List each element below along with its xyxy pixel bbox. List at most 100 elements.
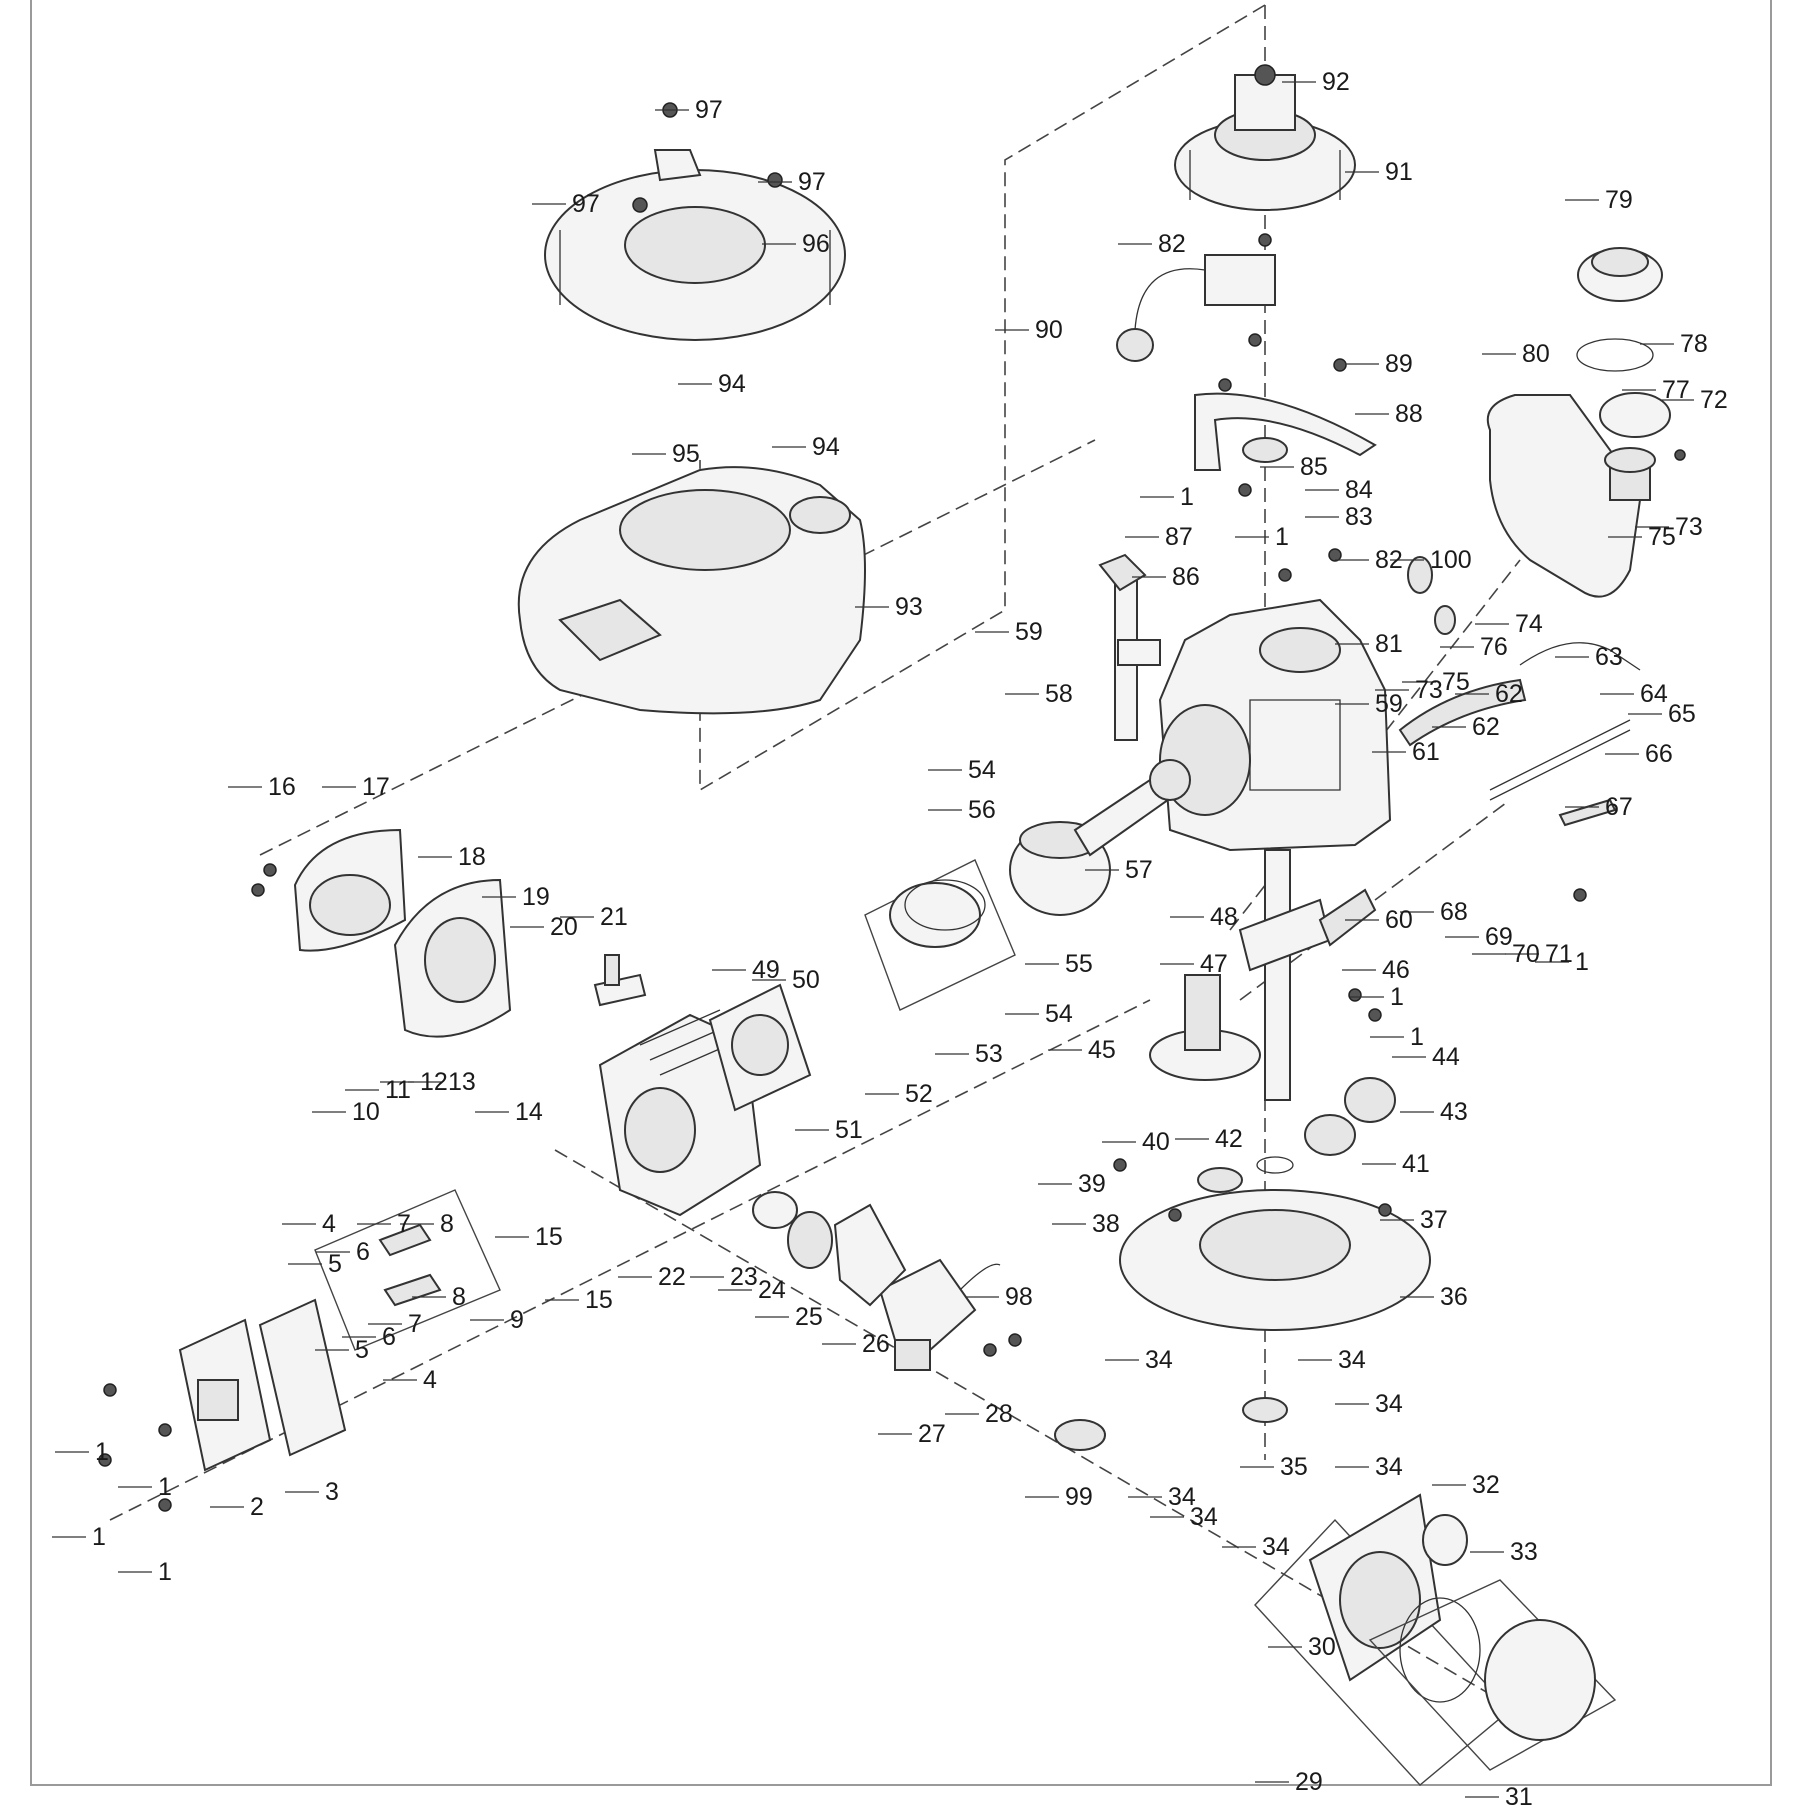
part-label-8: 8	[452, 1283, 466, 1311]
camshaft-gear	[1149, 974, 1261, 1081]
part-label-97: 97	[695, 96, 723, 124]
part-label-78: 78	[1680, 330, 1708, 358]
part-label-49: 49	[752, 956, 780, 984]
part-label-65: 65	[1668, 700, 1696, 728]
part-label-8: 8	[440, 1210, 454, 1238]
part-label-53: 53	[975, 1040, 1003, 1068]
part-label-90: 90	[1035, 316, 1063, 344]
part-label-1: 1	[95, 1438, 109, 1466]
air-cleaner	[293, 828, 512, 1038]
part-label-72: 72	[1700, 386, 1728, 414]
part-label-76: 76	[1480, 633, 1508, 661]
part-label-23: 23	[730, 1263, 758, 1291]
part-label-34: 34	[1262, 1533, 1290, 1561]
part-label-25: 25	[795, 1303, 823, 1331]
part-label-1: 1	[1180, 483, 1194, 511]
part-label-12: 12	[420, 1068, 448, 1096]
part-label-4: 4	[322, 1210, 336, 1238]
part-label-81: 81	[1375, 630, 1403, 658]
part-label-95: 95	[672, 440, 700, 468]
part-label-55: 55	[1065, 950, 1093, 978]
part-label-35: 35	[1280, 1453, 1308, 1481]
recoil-starter-cover	[544, 149, 846, 341]
part-label-89: 89	[1385, 350, 1413, 378]
part-label-45: 45	[1088, 1036, 1116, 1064]
part-label-97: 97	[798, 168, 826, 196]
part-label-15: 15	[585, 1286, 613, 1314]
fasteners	[98, 64, 1686, 1512]
part-label-48: 48	[1210, 903, 1238, 931]
part-label-74: 74	[1515, 610, 1543, 638]
part-label-21: 21	[600, 903, 628, 931]
part-label-70: 70	[1512, 940, 1540, 968]
muffler-assembly	[1254, 1493, 1617, 1786]
fuel-lines	[1398, 642, 1641, 827]
part-label-41: 41	[1402, 1150, 1430, 1178]
part-label-46: 46	[1382, 956, 1410, 984]
fan-shroud	[517, 466, 866, 715]
part-label-58: 58	[1045, 680, 1073, 708]
part-label-40: 40	[1142, 1128, 1170, 1156]
part-label-2: 2	[250, 1493, 264, 1521]
part-label-32: 32	[1472, 1471, 1500, 1499]
part-label-59: 59	[1375, 690, 1403, 718]
fuel-tank	[1486, 394, 1656, 598]
crankcase-cover	[1119, 1156, 1431, 1331]
part-label-34: 34	[1375, 1390, 1403, 1418]
part-label-19: 19	[522, 883, 550, 911]
part-label-84: 84	[1345, 476, 1373, 504]
part-label-15: 15	[535, 1223, 563, 1251]
part-label-82: 82	[1375, 546, 1403, 574]
part-label-52: 52	[905, 1080, 933, 1108]
part-label-26: 26	[862, 1330, 890, 1358]
part-label-34: 34	[1338, 1346, 1366, 1374]
part-label-1: 1	[92, 1523, 106, 1551]
engine-block	[1158, 598, 1392, 852]
part-label-59: 59	[1015, 618, 1043, 646]
part-label-54: 54	[968, 756, 996, 784]
baffle-plate	[1194, 392, 1377, 471]
part-label-96: 96	[802, 230, 830, 258]
part-label-85: 85	[1300, 453, 1328, 481]
part-label-31: 31	[1505, 1783, 1533, 1811]
crank-gears	[1304, 1077, 1396, 1156]
part-label-36: 36	[1440, 1283, 1468, 1311]
part-label-33: 33	[1510, 1538, 1538, 1566]
part-label-75: 75	[1442, 668, 1470, 696]
part-label-86: 86	[1172, 563, 1200, 591]
part-label-24: 24	[758, 1276, 786, 1304]
piston-assembly	[864, 821, 1111, 1011]
part-label-83: 83	[1345, 503, 1373, 531]
crankshaft	[1238, 849, 1377, 1101]
part-label-47: 47	[1200, 950, 1228, 978]
connecting-rod	[1073, 759, 1191, 857]
intake-gaskets	[752, 1191, 907, 1307]
part-label-99: 99	[1065, 1483, 1093, 1511]
part-label-27: 27	[918, 1420, 946, 1448]
part-label-73: 73	[1675, 513, 1703, 541]
part-label-79: 79	[1605, 186, 1633, 214]
part-label-34: 34	[1375, 1453, 1403, 1481]
part-label-93: 93	[895, 593, 923, 621]
part-label-54: 54	[1045, 1000, 1073, 1028]
part-label-73: 73	[1415, 676, 1443, 704]
part-label-91: 91	[1385, 158, 1413, 186]
part-label-97: 97	[572, 190, 600, 218]
fuel-strainer-rings	[1576, 338, 1671, 438]
part-label-5: 5	[355, 1336, 369, 1364]
part-label-6: 6	[356, 1238, 370, 1266]
part-label-62: 62	[1472, 713, 1500, 741]
flywheel	[1174, 74, 1356, 211]
part-label-1: 1	[158, 1473, 172, 1501]
part-label-69: 69	[1485, 923, 1513, 951]
part-label-80: 80	[1522, 340, 1550, 368]
fuel-cap	[1577, 247, 1663, 302]
part-label-67: 67	[1605, 793, 1633, 821]
part-label-87: 87	[1165, 523, 1193, 551]
part-label-34: 34	[1190, 1503, 1218, 1531]
part-label-34: 34	[1168, 1483, 1196, 1511]
part-label-7: 7	[408, 1310, 422, 1338]
part-label-71: 71	[1545, 940, 1573, 968]
part-label-50: 50	[792, 966, 820, 994]
part-label-20: 20	[550, 913, 578, 941]
